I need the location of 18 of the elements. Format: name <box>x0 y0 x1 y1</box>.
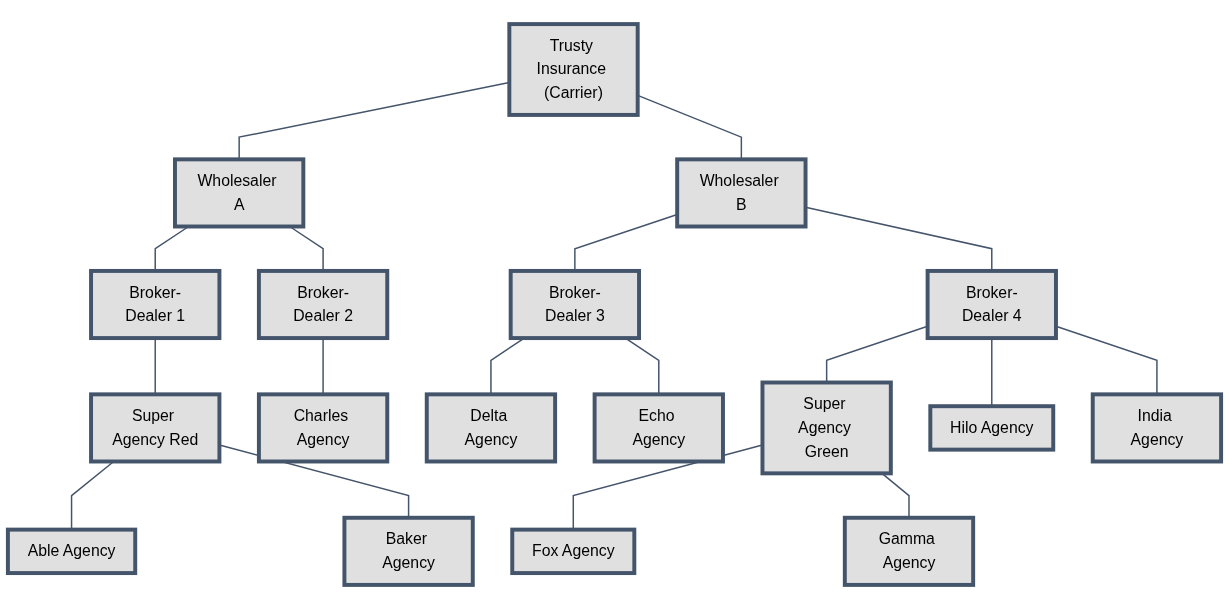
node-box: Broker-Dealer 4 <box>925 268 1058 341</box>
node-box: Trusty Insurance (Carrier) <box>507 22 640 117</box>
node-box: Charles Agency <box>256 392 390 464</box>
node-box: India Agency <box>1090 392 1224 464</box>
node-box: Fox Agency <box>510 527 637 576</box>
node-box: Delta Agency <box>424 392 558 464</box>
node-box: Wholesaler A <box>173 157 306 229</box>
node-box: Gamma Agency <box>842 515 976 587</box>
node-box: Super Agency Red <box>89 392 222 464</box>
node-box: Hilo Agency <box>928 404 1056 452</box>
node-box: Broker-Dealer 2 <box>256 268 390 341</box>
node-box: Super Agency Green <box>760 380 893 476</box>
node-box: Baker Agency <box>342 515 475 587</box>
node-box: Wholesaler B <box>675 157 808 229</box>
node-box: Able Agency <box>5 527 138 576</box>
node-box: Echo Agency <box>592 392 725 464</box>
node-box: Broker-Dealer 1 <box>89 268 222 341</box>
node-box: Broker-Dealer 3 <box>508 268 641 341</box>
